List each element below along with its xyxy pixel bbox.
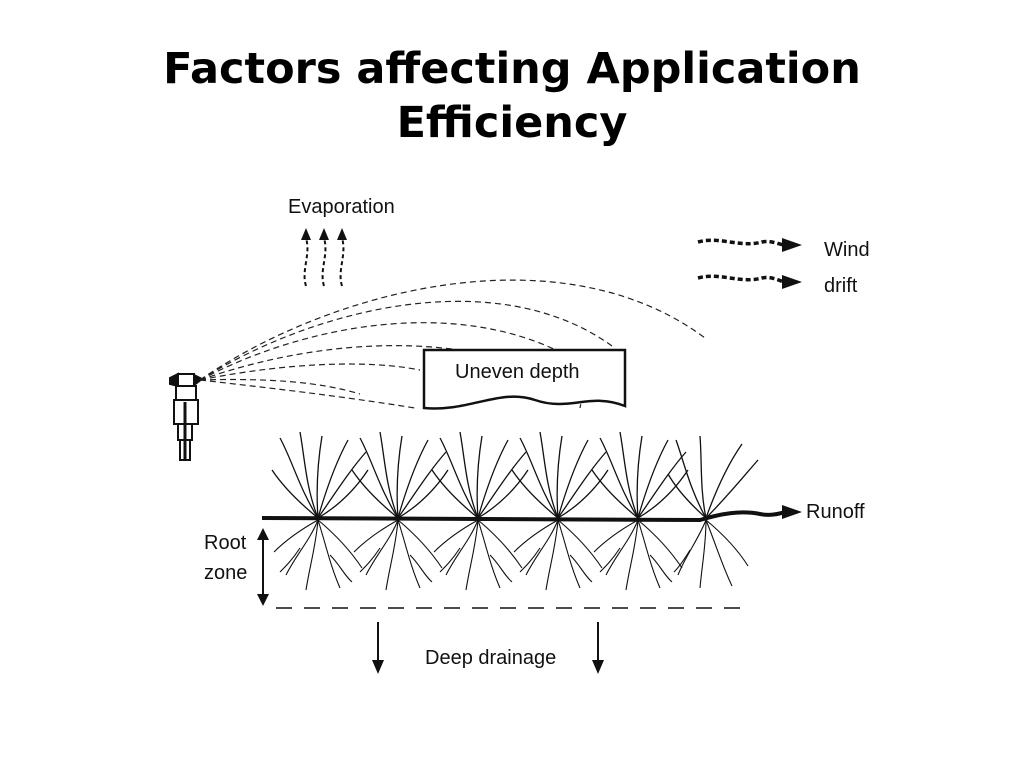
drift-arrowhead [782,275,802,289]
spray-jet-7 [199,379,416,409]
root-zone-arrowhead-down [257,594,269,606]
runoff-label: Runoff [806,501,865,523]
uneven-depth-box: Uneven depth [422,348,627,410]
spray-jet-5 [199,363,421,381]
evaporation-arrowhead-1 [301,228,311,240]
deep-drainage-arrowhead-left [372,660,384,674]
root-zone-arrowhead-up [257,528,269,540]
evaporation-arrow-1 [303,237,309,287]
evaporation-arrowhead-3 [337,228,347,240]
evaporation-arrow-3 [339,237,345,287]
spray-jet-1 [199,279,706,381]
deep-drainage-arrowhead-right [592,660,604,674]
grass-clump-3 [431,431,529,519]
wind-drift-group: Wind drift [697,238,870,297]
slide-title: Factors affecting Application Efficiency [0,42,1024,150]
grass-clump-6 [667,435,759,519]
wind-arrowhead [782,238,802,252]
slide-title-line-1: Factors affecting Application [163,44,861,94]
roots-clump-6 [673,519,749,589]
evaporation-arrowheads [301,228,347,240]
drift-label: drift [824,275,858,297]
evaporation-group: Evaporation [288,196,395,287]
drift-arrow-line [697,274,785,284]
soil-surface-line [261,510,787,523]
deep-drainage-label: Deep drainage [425,647,556,669]
spray-jet-2 [199,300,613,381]
roots-clump-5 [593,519,683,591]
wind-label: Wind [824,239,870,261]
evaporation-arrows [303,237,345,287]
slide-title-line-2: Efficiency [396,98,628,148]
root-mass [273,519,749,591]
roots-clump-4 [513,519,603,591]
zone-label: zone [204,562,247,584]
grass-clump-5 [591,431,689,519]
wind-arrow-line [697,238,785,247]
roots-clump-1 [273,519,363,591]
evaporation-label: Evaporation [288,196,395,218]
deep-drainage-group: Deep drainage [372,622,604,674]
grass-clump-4 [511,431,609,519]
runoff-arrowhead [782,505,802,519]
spray-jet-4 [199,345,501,381]
roots-clump-2 [353,519,443,591]
evaporation-arrow-2 [321,237,327,287]
root-zone-indicator: Root zone [204,528,269,606]
soil-surface: Runoff [261,501,865,523]
grass-canopy [271,431,759,519]
evaporation-arrowhead-2 [319,228,329,240]
roots-clump-3 [433,519,523,591]
grass-clump-2 [351,431,449,519]
root-label: Root [204,532,247,554]
grass-clump-1 [271,431,369,519]
spray-jet-6 [199,378,361,395]
spray-jet-3 [199,322,561,381]
sprinkler-icon [169,372,204,461]
uneven-depth-label: Uneven depth [455,361,580,383]
